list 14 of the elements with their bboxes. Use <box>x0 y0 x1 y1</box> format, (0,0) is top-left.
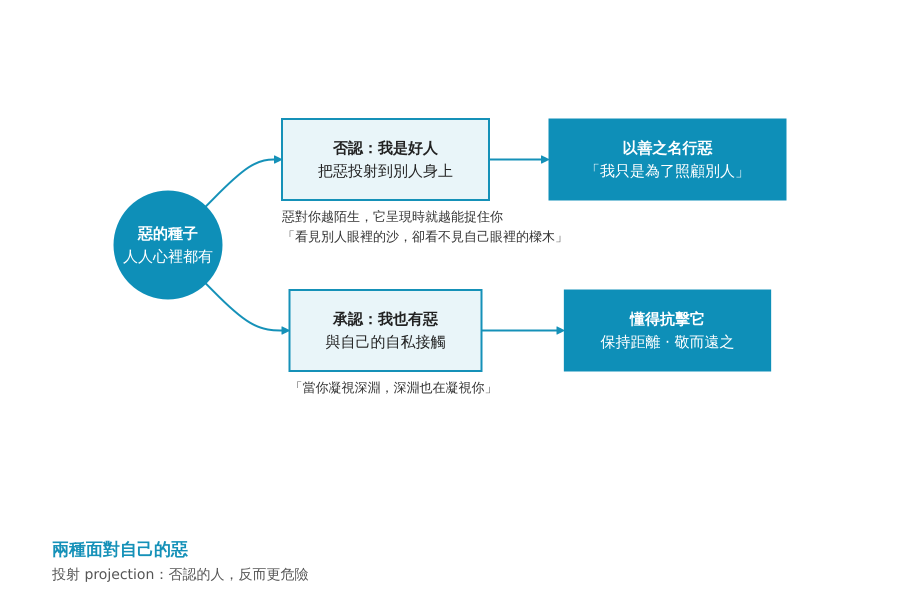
node-box: 否認：我是好人 把惡投射到別人身上 <box>281 118 490 201</box>
arrow <box>205 155 282 208</box>
arrow <box>205 282 290 335</box>
arrow <box>482 326 565 335</box>
node-circle: 惡的種子 人人心裡都有 <box>114 190 222 300</box>
node-box: 懂得抗擊它 保持距離 · 敬而遠之 <box>564 290 772 372</box>
node-note: 「看見別人眼裡的沙，卻看不見自己眼裡的樑木」 <box>282 229 568 247</box>
node-note: 惡對你越陌生，它呈現時就越能捉住你 <box>282 209 504 227</box>
node-box: 承認：我也有惡 與自己的自私接觸 <box>288 289 482 372</box>
node-box: 以善之名行惡 「我只是為了照顧別人」 <box>548 118 786 200</box>
node-note: 「當你凝視深淵，深淵也在凝視你」 <box>290 380 498 398</box>
arrow <box>489 155 550 164</box>
caption: 投射 projection：否認的人，反而更危險 <box>52 566 308 584</box>
title: 兩種面對自己的惡 <box>52 539 188 561</box>
